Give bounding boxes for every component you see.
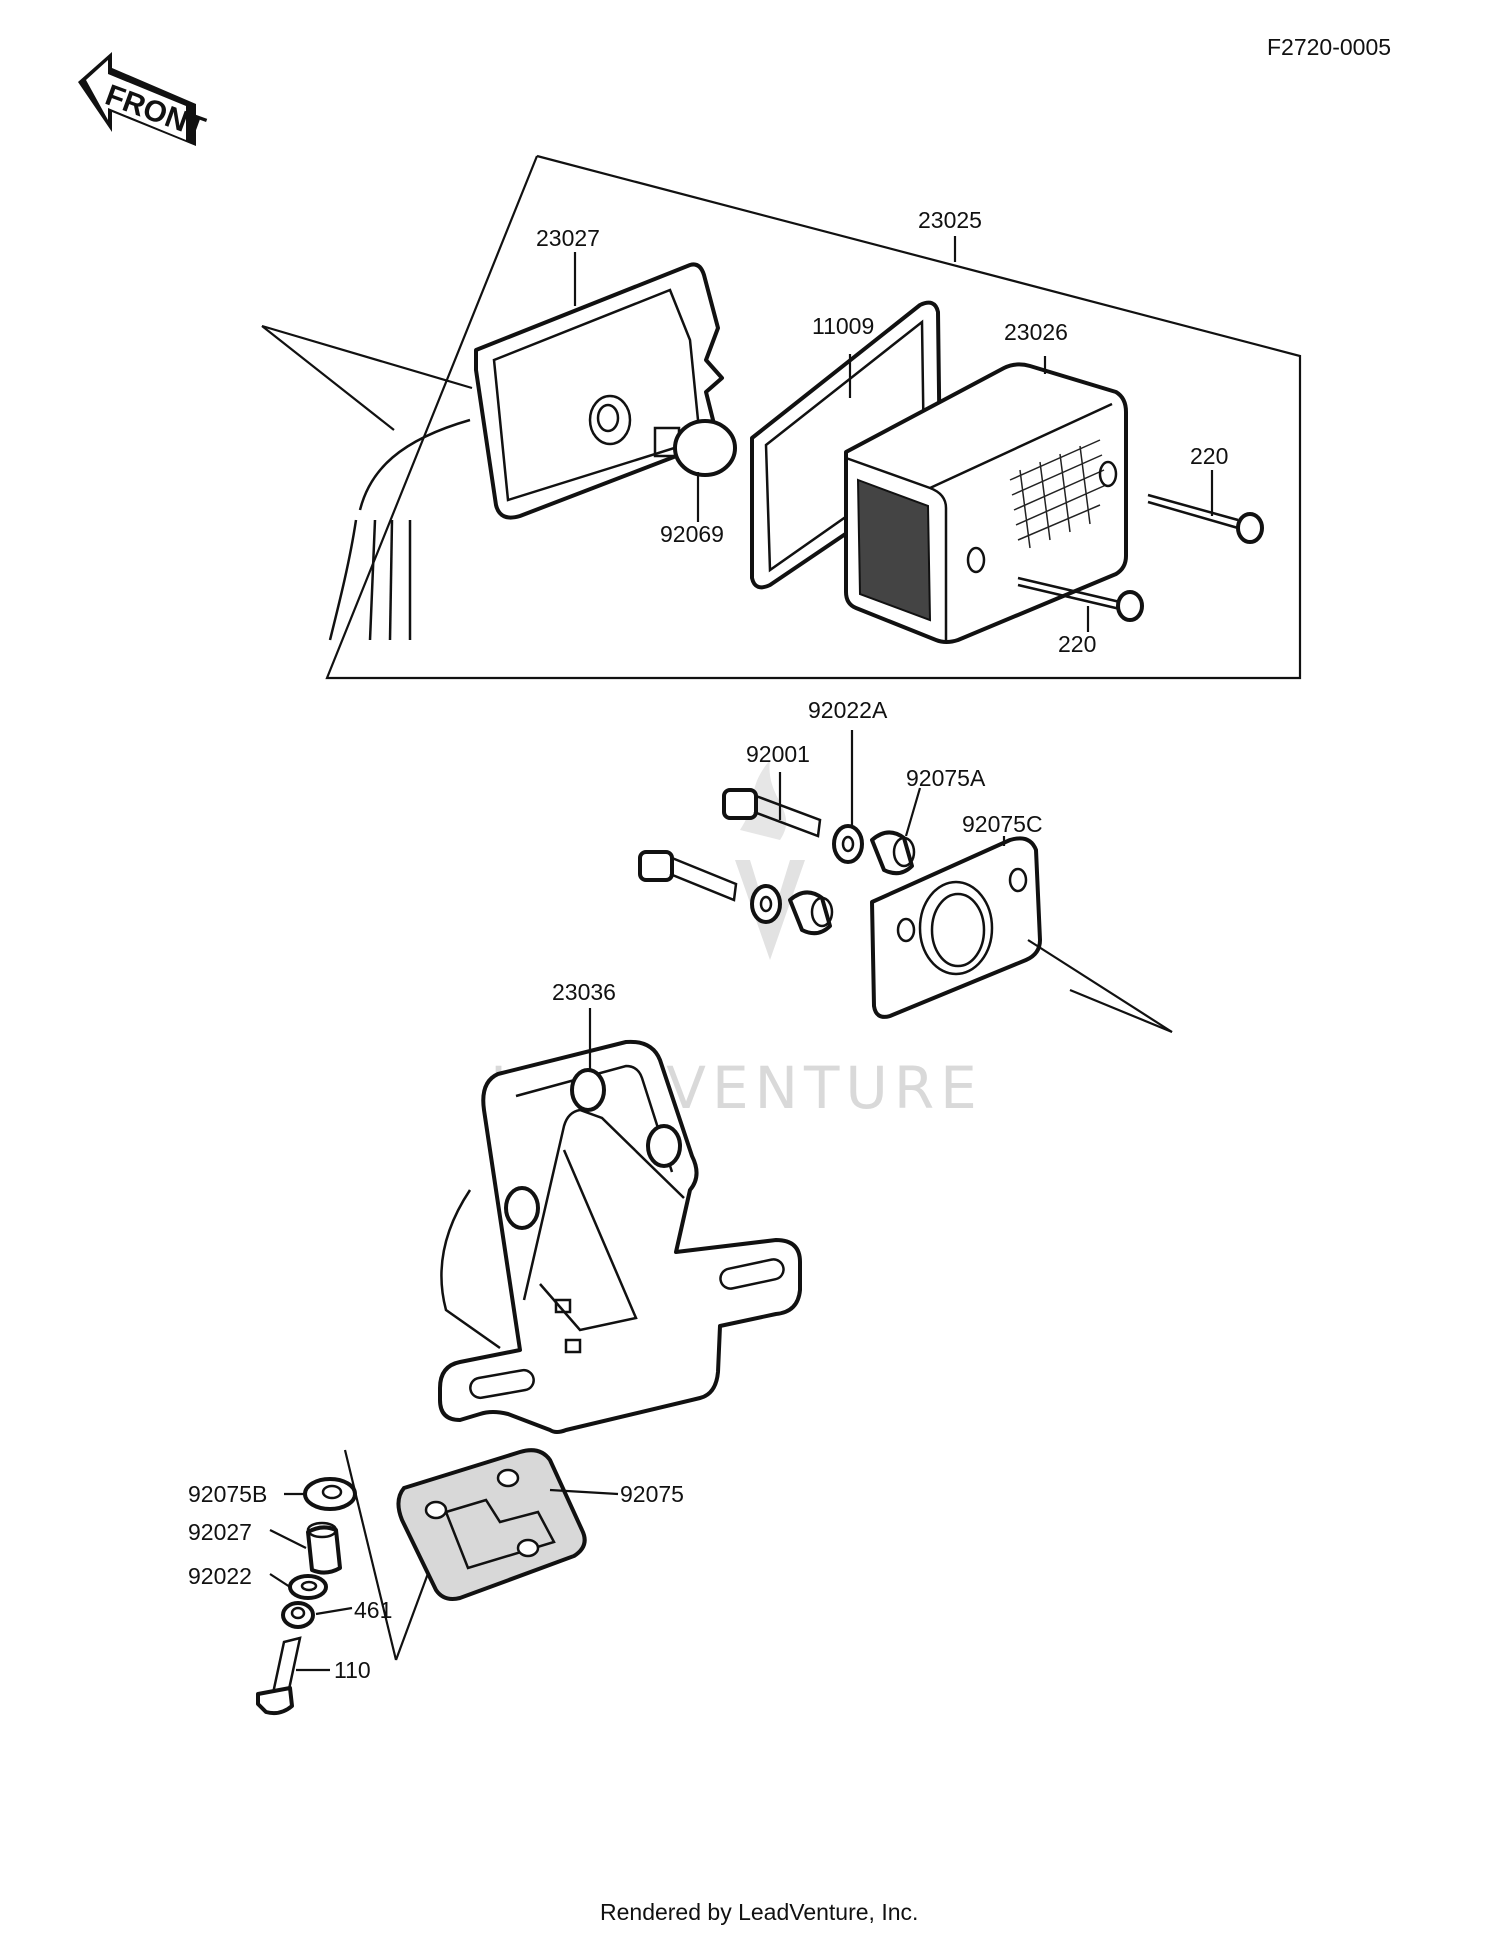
label-11009: 11009 — [812, 313, 874, 339]
damper-92075 — [396, 1448, 587, 1601]
bolt-92001-lower — [638, 850, 738, 902]
screw-220-upper — [1147, 493, 1264, 544]
part-labels: 23025 23027 11009 23026 220 220 92069 92… — [188, 207, 1228, 1683]
nut-461 — [281, 1601, 315, 1629]
bolt-110 — [256, 1636, 302, 1716]
label-110: 110 — [334, 1657, 371, 1683]
bolt-92001-upper — [722, 788, 822, 838]
label-92075A: 92075A — [906, 765, 986, 791]
label-92022: 92022 — [188, 1563, 252, 1589]
collar-92027 — [306, 1521, 342, 1575]
collar-92075A — [788, 830, 916, 936]
washer-92022A — [750, 824, 864, 924]
bracket-23036 — [438, 1039, 802, 1434]
leader-lines — [269, 236, 1214, 1672]
label-92069: 92069 — [660, 521, 724, 547]
label-92001: 92001 — [746, 741, 810, 767]
label-92027: 92027 — [188, 1519, 252, 1545]
label-92022A: 92022A — [808, 697, 888, 723]
label-23026: 23026 — [1004, 319, 1068, 345]
label-92075C: 92075C — [962, 811, 1043, 837]
diagram-code: F2720-0005 — [1267, 34, 1391, 60]
pointer-arrows — [261, 324, 1173, 1661]
screw-220-lower — [1017, 576, 1144, 622]
bulb-92069 — [653, 419, 737, 477]
washer-92022 — [288, 1574, 328, 1600]
base-plate-23027 — [328, 262, 724, 641]
front-arrow-icon: FRONT — [78, 52, 209, 146]
label-220-upper: 220 — [1190, 443, 1228, 469]
grommet-92075C — [870, 836, 1042, 1019]
footer-credit: Rendered by LeadVenture, Inc. — [600, 1899, 918, 1925]
lens-housing-23026 — [844, 362, 1128, 644]
label-23027: 23027 — [536, 225, 600, 251]
label-461: 461 — [354, 1597, 392, 1623]
label-220-lower: 220 — [1058, 631, 1096, 657]
label-23036: 23036 — [552, 979, 616, 1005]
label-92075B: 92075B — [188, 1481, 267, 1507]
assembly-23025-outline — [325, 154, 1302, 680]
label-92075: 92075 — [620, 1481, 684, 1507]
washer-92075B — [303, 1477, 357, 1511]
label-23025: 23025 — [918, 207, 982, 233]
